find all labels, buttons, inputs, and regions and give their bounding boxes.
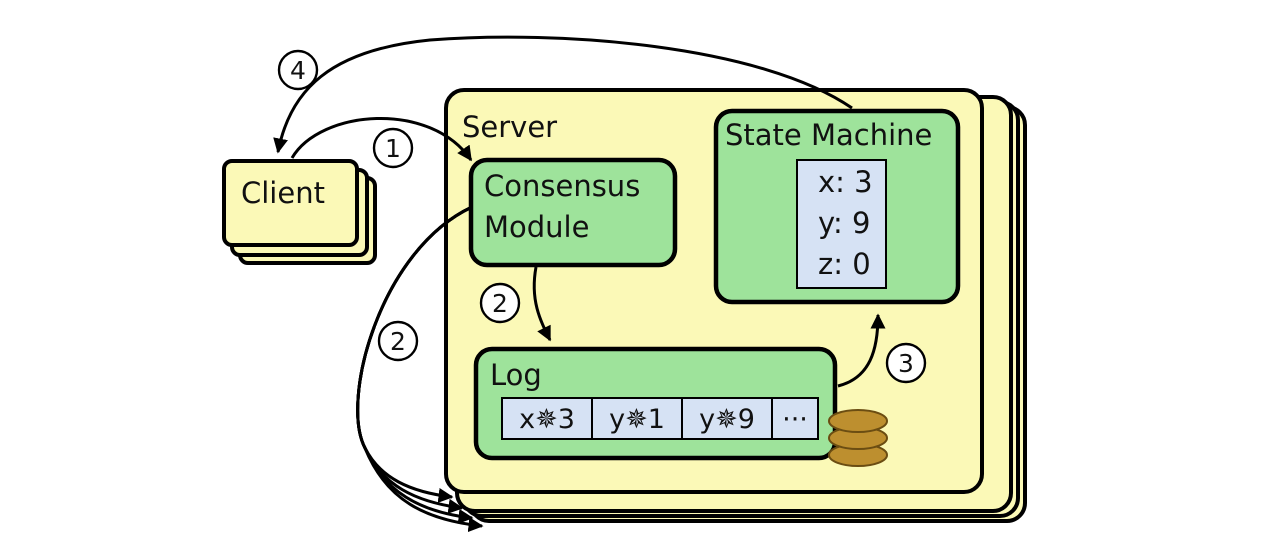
step-badge-3: 3 [885, 342, 927, 384]
arrow-step-1 [290, 117, 473, 162]
state-value-y: y: 9 [818, 206, 871, 240]
step-badge-2-peers: 2 [377, 320, 419, 362]
log-entry-3: y✵9 [699, 404, 755, 435]
state-values-panel [796, 159, 887, 289]
log-entry-2: y✵1 [609, 404, 665, 435]
step-badge-1: 1 [372, 127, 414, 169]
arrow-step-4 [273, 35, 853, 154]
svg-text:2: 2 [492, 289, 508, 318]
arrow-step-2-log [532, 266, 552, 342]
state-value-z: z: 0 [818, 247, 871, 281]
arrow-step-3 [837, 313, 886, 388]
step-badge-4: 4 [277, 49, 319, 91]
log-entry-more: ··· [782, 404, 808, 435]
consensus-module-label-line1: Consensus [484, 169, 640, 203]
log-entries-panel [501, 397, 819, 440]
state-value-x: x: 3 [818, 165, 873, 199]
log-entry-1: x✵3 [519, 404, 575, 435]
state-machine-label: State Machine [725, 118, 932, 152]
svg-text:1: 1 [385, 134, 401, 163]
client-box [222, 159, 359, 247]
server-label: Server [462, 110, 557, 144]
svg-text:4: 4 [290, 56, 306, 85]
client-label: Client [241, 176, 325, 210]
consensus-module-label-line2: Module [484, 210, 589, 244]
step-badge-2-log: 2 [479, 282, 521, 324]
consensus-module-box [468, 157, 678, 268]
log-label: Log [490, 358, 542, 392]
svg-text:2: 2 [390, 327, 406, 356]
disk-storage-icon [828, 409, 888, 467]
svg-text:3: 3 [898, 349, 914, 378]
arrows-step-2-peers [356, 205, 484, 533]
